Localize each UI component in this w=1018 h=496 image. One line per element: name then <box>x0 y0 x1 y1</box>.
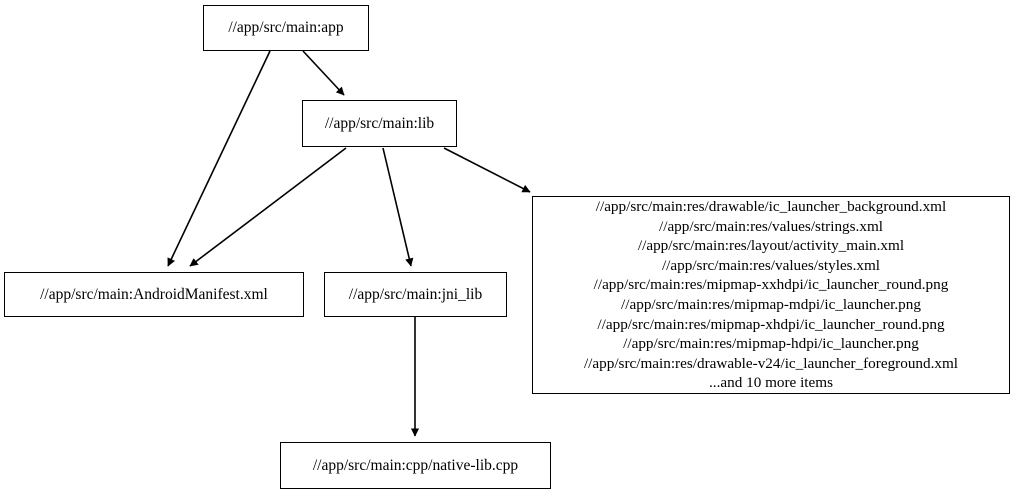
edge-app-to-manifest <box>167 50 271 267</box>
node-res-collection-label: //app/src/main:res/drawable/ic_launcher_… <box>583 198 959 392</box>
node-native-lib-cpp[interactable]: //app/src/main:cpp/native-lib.cpp <box>280 442 551 489</box>
node-jni-lib[interactable]: //app/src/main:jni_lib <box>324 272 507 317</box>
edge-lib-to-res <box>443 147 531 193</box>
node-lib[interactable]: //app/src/main:lib <box>302 100 457 147</box>
node-app[interactable]: //app/src/main:app <box>203 5 369 51</box>
node-app-label: //app/src/main:app <box>228 19 344 37</box>
node-native-lib-cpp-label: //app/src/main:cpp/native-lib.cpp <box>312 456 519 474</box>
edge-lib-to-manifest <box>189 147 347 267</box>
node-android-manifest[interactable]: //app/src/main:AndroidManifest.xml <box>4 272 304 317</box>
node-android-manifest-label: //app/src/main:AndroidManifest.xml <box>40 285 268 303</box>
node-jni-lib-label: //app/src/main:jni_lib <box>348 285 483 303</box>
node-res-collection[interactable]: //app/src/main:res/drawable/ic_launcher_… <box>532 196 1010 394</box>
edge-lib-to-jni <box>382 147 414 267</box>
edge-app-to-lib <box>302 50 345 96</box>
node-lib-label: //app/src/main:lib <box>324 114 435 132</box>
